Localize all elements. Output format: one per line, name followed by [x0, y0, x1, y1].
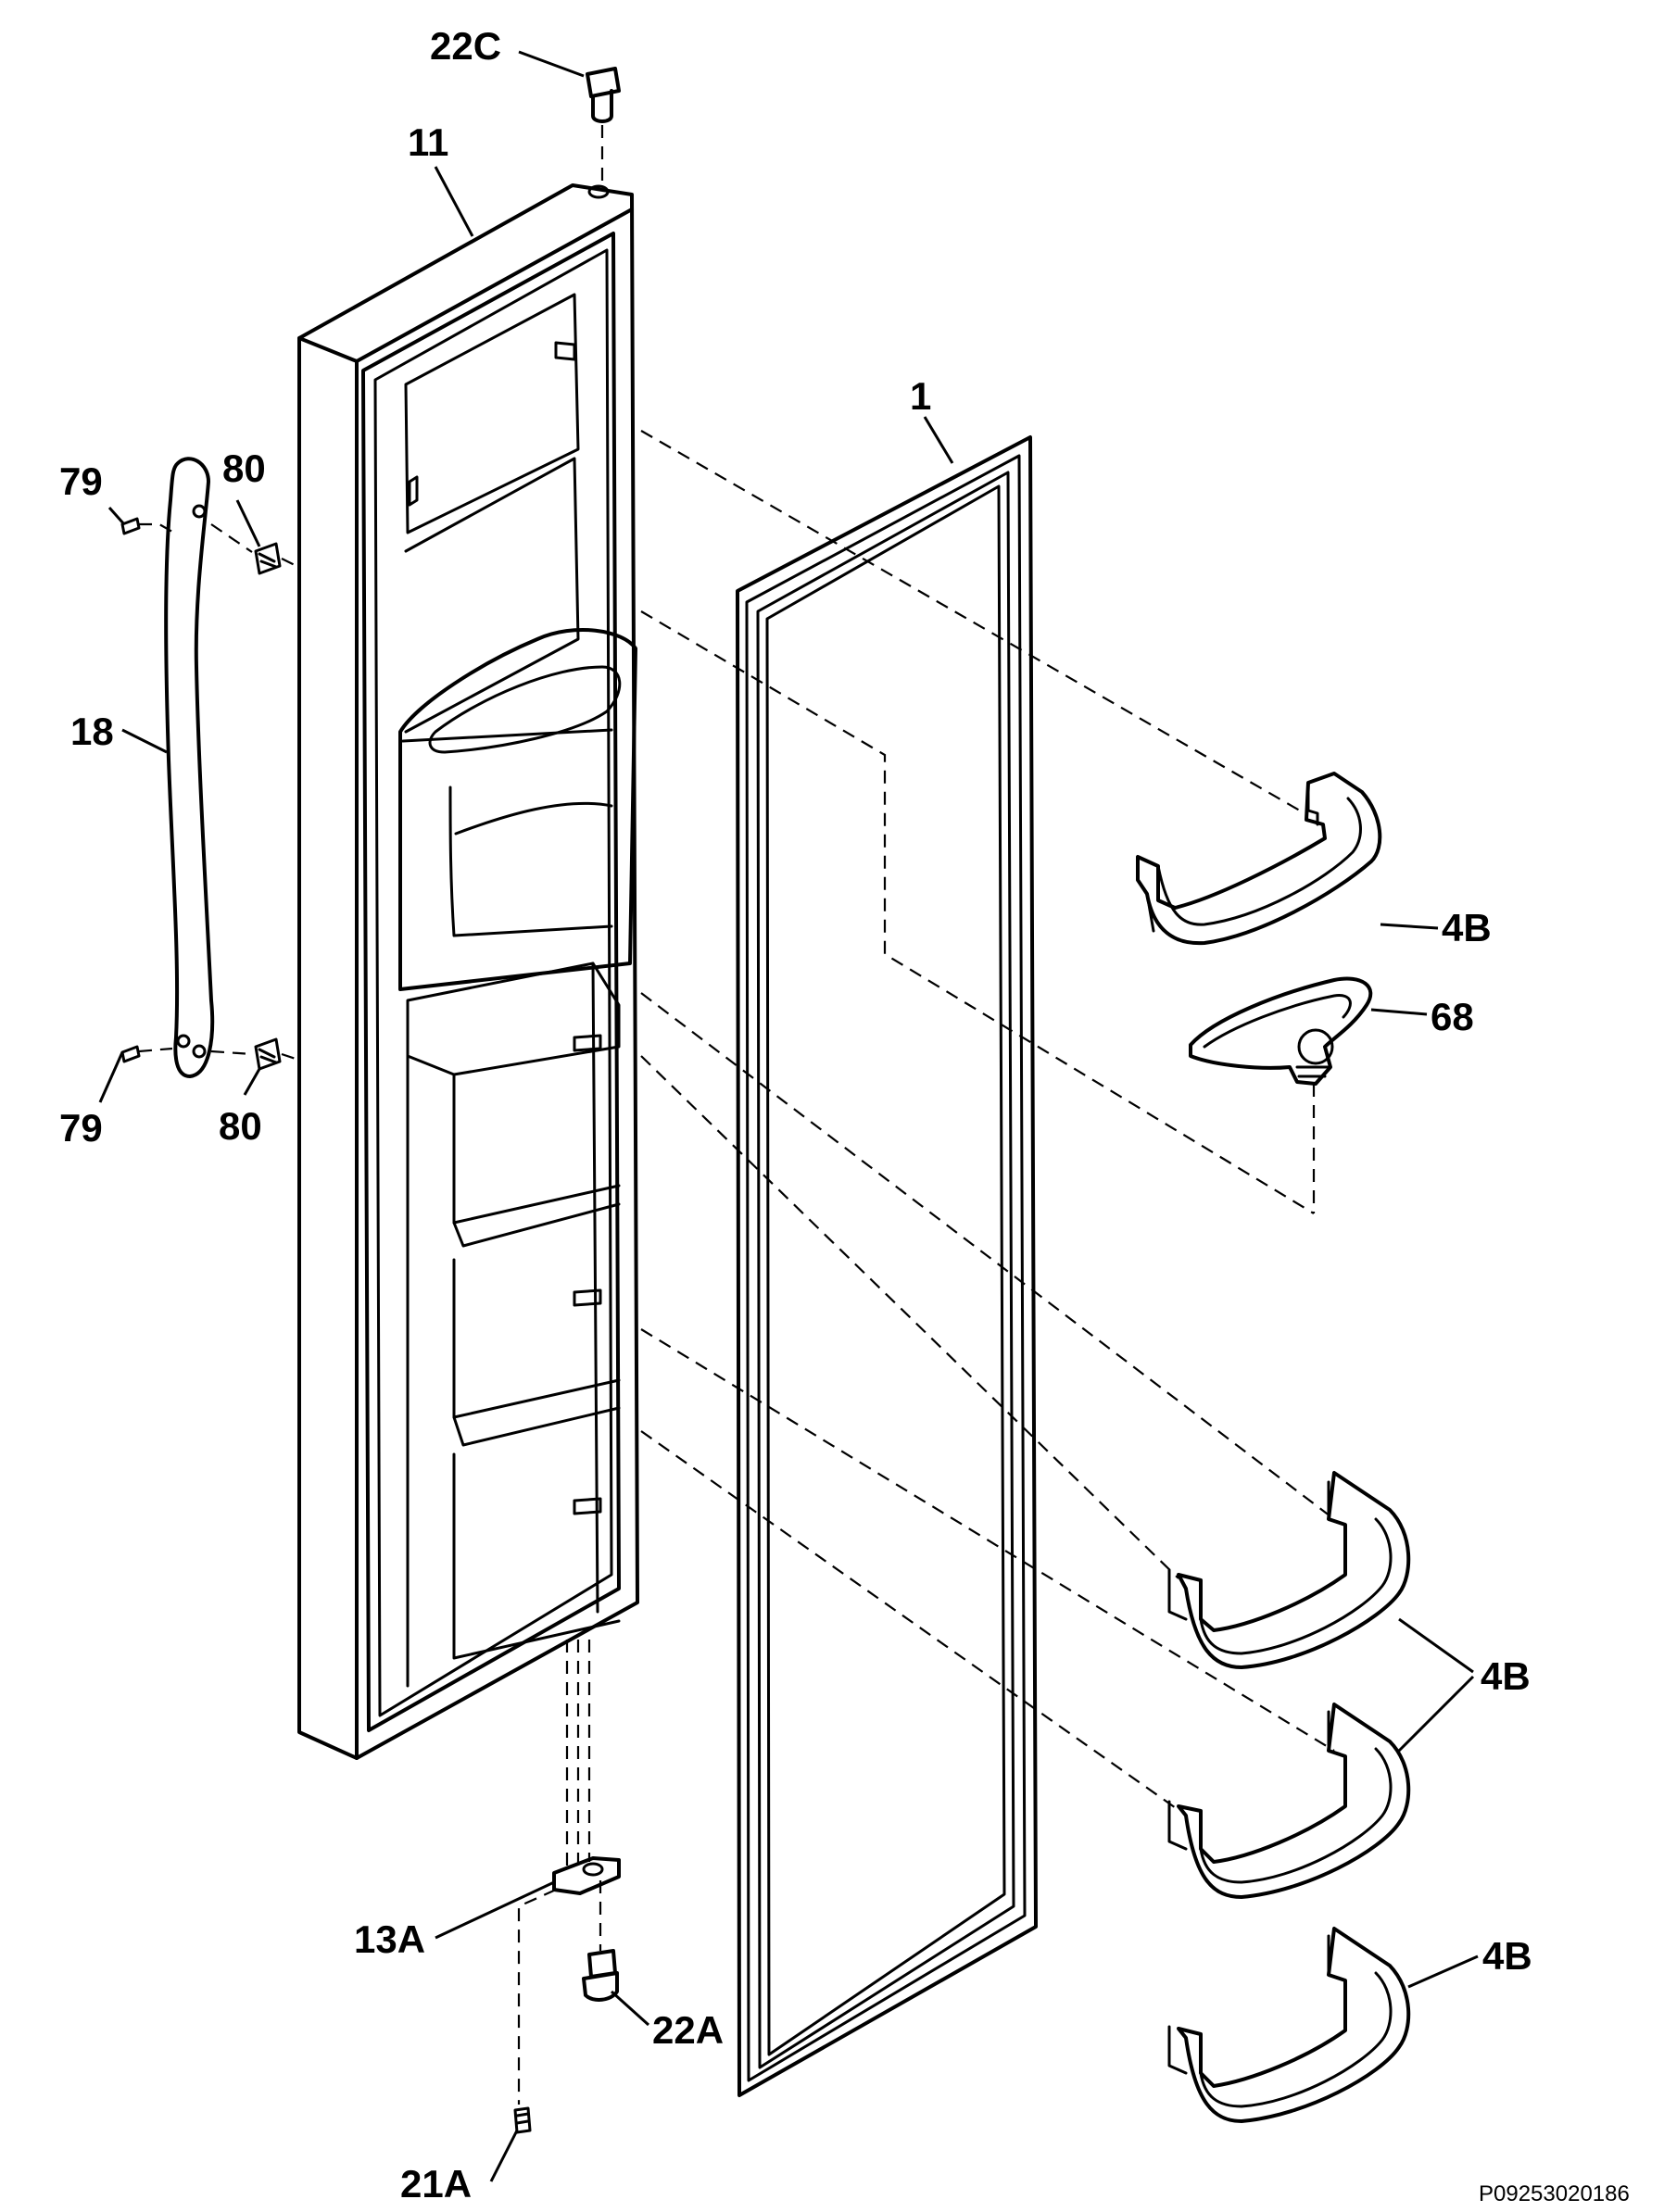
callout-18: 18 — [70, 710, 114, 753]
callout-4B-bottom: 4B — [1482, 1934, 1532, 1978]
handle-stud-top — [254, 542, 282, 575]
upper-door-bin — [1136, 772, 1382, 946]
callout-11: 11 — [408, 120, 448, 164]
hinge-screw — [513, 2106, 532, 2134]
callout-22C: 22C — [430, 24, 501, 68]
door-gasket — [736, 435, 1038, 2097]
ice-funnel — [1189, 976, 1373, 1213]
lower-hinge-bracket — [552, 1856, 621, 1895]
handle-screw-bottom — [120, 1045, 141, 1063]
lower-hinge-pin — [582, 1949, 619, 2002]
callout-21A: 21A — [400, 2162, 472, 2206]
door-assembly — [297, 183, 639, 1760]
callout-80-bottom: 80 — [219, 1104, 262, 1148]
handle-screw-top — [120, 517, 141, 535]
door-handle — [164, 457, 215, 1078]
callout-22A: 22A — [652, 2008, 724, 2052]
handle-stud-bottom — [254, 1037, 282, 1071]
callout-1: 1 — [910, 374, 931, 418]
leader-lines — [98, 50, 1479, 2182]
lower-door-bin-2 — [1167, 1703, 1411, 1899]
lower-door-bin-1 — [1167, 1471, 1411, 1669]
assembly-lines — [138, 430, 1335, 2105]
lower-door-bin-3 — [1167, 1927, 1411, 2123]
figure-code: P09253020186 — [1479, 2181, 1630, 2206]
callout-13A: 13A — [354, 1917, 425, 1961]
top-hinge-pin — [586, 67, 621, 181]
callout-79-bottom: 79 — [59, 1106, 103, 1150]
callout-79-top: 79 — [59, 459, 103, 503]
callout-4B-top: 4B — [1442, 906, 1492, 949]
callout-68: 68 — [1431, 995, 1474, 1038]
callout-labels: 22C 11 1 79 80 18 4B 68 79 80 4B 13A 22A… — [59, 24, 1532, 2206]
callout-80-top: 80 — [222, 446, 266, 490]
callout-4B-group: 4B — [1481, 1654, 1531, 1698]
